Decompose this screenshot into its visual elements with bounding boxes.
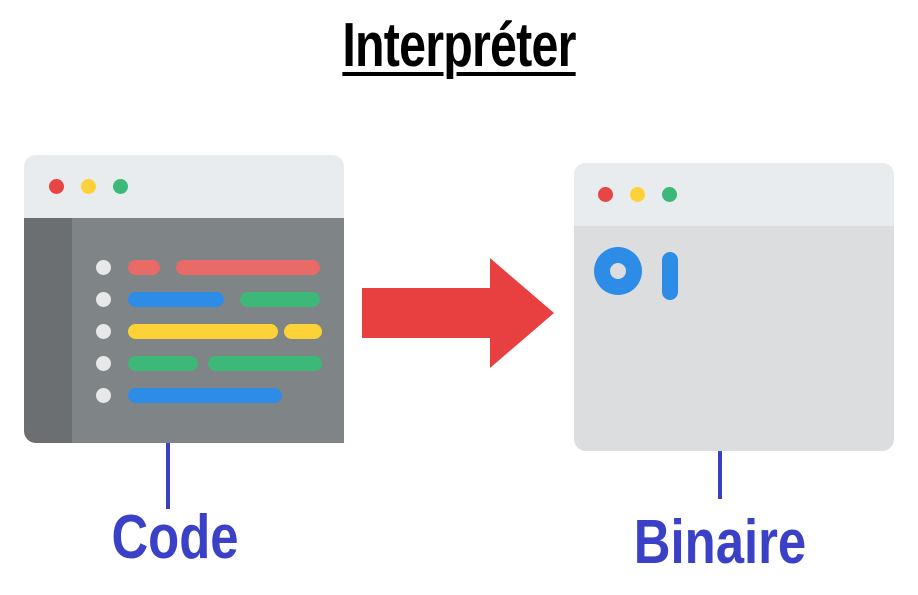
right-arrow-icon <box>362 258 554 368</box>
minimize-dot-icon <box>630 187 645 202</box>
one-glyph-icon <box>662 252 678 300</box>
line-bullet <box>96 324 111 339</box>
line-bullet <box>96 292 111 307</box>
code-token <box>240 292 320 307</box>
minimize-dot-icon <box>81 179 96 194</box>
code-window-titlebar <box>24 155 344 218</box>
page-title: Interpréter <box>101 6 817 86</box>
binary-label: Binaire <box>633 508 807 577</box>
code-token <box>128 388 282 403</box>
binary-window <box>574 163 894 451</box>
code-window <box>24 155 344 443</box>
binary-window-titlebar <box>574 163 894 226</box>
line-bullet <box>96 388 111 403</box>
code-connector-line <box>166 443 170 509</box>
code-editor <box>72 218 344 443</box>
binary-connector-line <box>718 451 722 499</box>
code-token <box>128 356 198 371</box>
code-label: Code <box>111 503 239 572</box>
code-token <box>176 260 320 275</box>
code-token <box>208 356 322 371</box>
line-bullet <box>96 356 111 371</box>
maximize-dot-icon <box>662 187 677 202</box>
close-dot-icon <box>598 187 613 202</box>
title-text: Interpréter <box>342 11 576 80</box>
code-token <box>128 260 160 275</box>
code-token <box>284 324 322 339</box>
code-token <box>128 324 278 339</box>
zero-glyph-icon <box>594 247 642 295</box>
close-dot-icon <box>49 179 64 194</box>
line-bullet <box>96 260 111 275</box>
maximize-dot-icon <box>113 179 128 194</box>
code-token <box>128 292 224 307</box>
code-gutter <box>24 218 72 443</box>
